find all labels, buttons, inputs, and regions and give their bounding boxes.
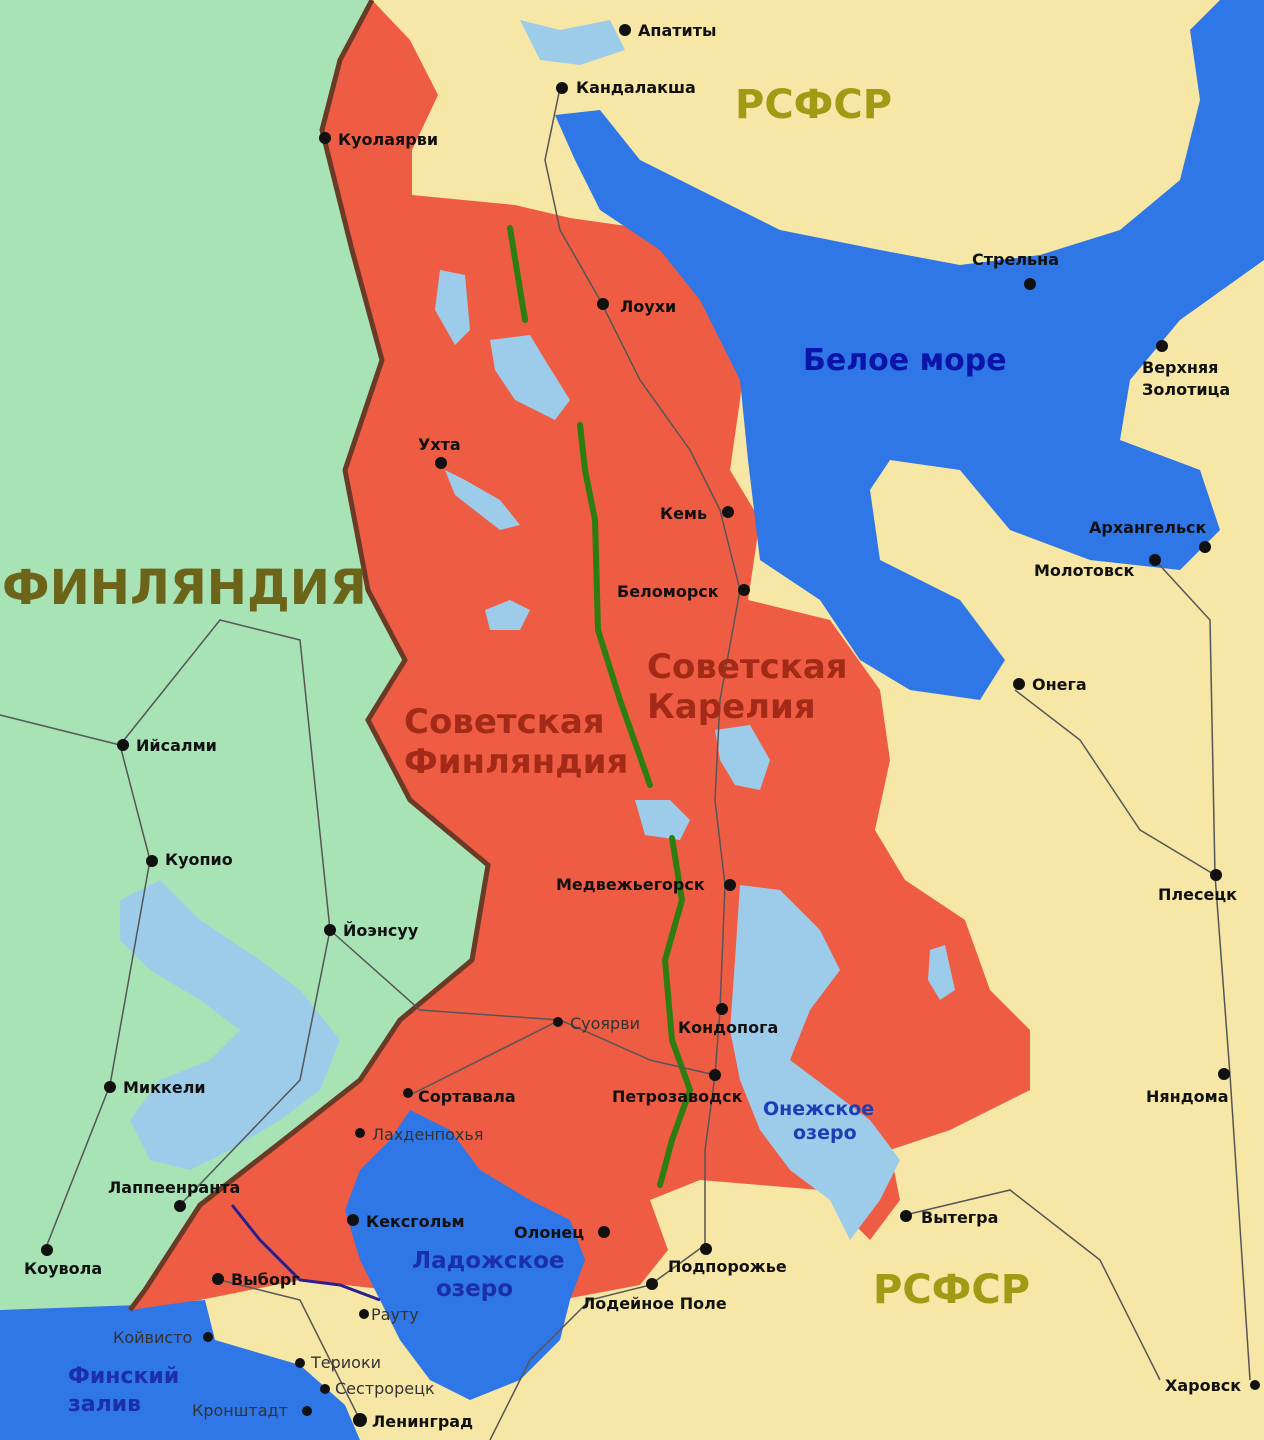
city-sestroretsk: Сестрорецк	[335, 1379, 435, 1398]
water-label-ladoga-2: озеро	[436, 1276, 513, 1302]
city-kondopoga: Кондопога	[678, 1018, 778, 1037]
city-medvezhyegorsk: Медвежьегорск	[556, 875, 705, 894]
water-label-onega-2: озеро	[793, 1122, 857, 1144]
gulf-of-finland-water	[0, 1300, 360, 1440]
city-joensuu: Йоэнсуу	[343, 921, 419, 940]
city-lappeenranta: Лаппеенранта	[108, 1178, 240, 1197]
region-label-soviet-karelia-2: Карелия	[647, 687, 816, 727]
city-kem: Кемь	[660, 504, 707, 523]
lake-ladoga-water	[345, 1110, 585, 1400]
city-belomorsk: Беломорск	[617, 582, 719, 601]
city-olonets: Олонец	[514, 1223, 584, 1242]
city-lodeynoye-pole: Лодейное Поле	[582, 1294, 727, 1313]
lake-east	[928, 945, 955, 1000]
city-kharovsk: Харовск	[1165, 1376, 1241, 1395]
city-louhi: Лоухи	[620, 297, 676, 316]
city-kandalaksha: Кандалакша	[576, 78, 696, 97]
city-vytegra: Вытегра	[921, 1208, 998, 1227]
white-sea-water	[555, 0, 1264, 700]
city-mikkeli: Миккели	[123, 1078, 206, 1097]
city-suojarvi: Суоярви	[570, 1014, 640, 1033]
lake-vygozero	[715, 725, 770, 790]
lake-north	[520, 20, 625, 65]
city-vyborg: Выборг	[231, 1270, 300, 1289]
city-kuolajarvi: Куолаярви	[338, 130, 438, 149]
old-border-blue	[230, 1204, 381, 1302]
lake-segozero	[635, 800, 690, 840]
city-arkhangelsk: Архангельск	[1089, 518, 1207, 537]
city-kuopio: Куопио	[165, 850, 233, 869]
city-rautu: Рауту	[371, 1305, 419, 1324]
state-border	[128, 0, 491, 1312]
city-podporozhye: Подпорожье	[668, 1257, 787, 1276]
city-kronshtadt: Кронштадт	[192, 1401, 288, 1420]
city-dots	[41, 24, 1260, 1427]
region-label-soviet-finland: Советская	[404, 702, 605, 742]
lake-small	[485, 600, 530, 630]
city-iisalmi: Ийсалми	[136, 736, 217, 755]
city-verkhnyaya-zolotitsa-2: Золотица	[1142, 380, 1230, 399]
lake-kuito	[445, 470, 520, 530]
city-ukhta: Ухта	[418, 435, 461, 454]
city-onega: Онега	[1032, 675, 1087, 694]
lake-topozero	[435, 270, 470, 345]
water-label-ladoga-1: Ладожское	[412, 1248, 565, 1274]
region-label-finland: ФИНЛЯНДИЯ	[2, 560, 367, 616]
city-molotovsk: Молотовск	[1034, 561, 1135, 580]
city-lakhdenpokhya: Лахденпохья	[372, 1125, 483, 1144]
finland-land	[0, 0, 488, 1330]
internal-border-green	[507, 225, 694, 1188]
city-labels: Апатиты Кандалакша Куолаярви Стрельна Ло…	[24, 21, 1241, 1431]
lake-onega-water	[730, 885, 900, 1240]
city-petrozavodsk: Петрозаводск	[612, 1087, 743, 1106]
lake-pyaozero	[490, 335, 570, 420]
city-strelna: Стрельна	[972, 250, 1059, 269]
region-label-rsfsr-north: РСФСР	[735, 82, 892, 128]
water-label-gulf-2: залив	[68, 1392, 141, 1417]
region-label-rsfsr-south: РСФСР	[873, 1267, 1030, 1313]
region-label-soviet-finland-2: Финляндия	[404, 742, 628, 782]
city-apatity: Апатиты	[638, 21, 716, 40]
city-kouvola: Коувола	[24, 1259, 102, 1278]
region-label-soviet-karelia: Советская	[647, 647, 848, 687]
city-leningrad: Ленинград	[372, 1412, 473, 1431]
city-sortavala: Сортавала	[418, 1087, 516, 1106]
city-nyandoma: Няндома	[1146, 1087, 1229, 1106]
water-label-white-sea: Белое море	[803, 343, 1007, 378]
city-keksgolm: Кексгольм	[366, 1212, 465, 1231]
city-verkhnyaya-zolotitsa: Верхняя	[1142, 358, 1218, 377]
water-label-onega-1: Онежское	[763, 1098, 874, 1120]
city-terijoki: Териоки	[310, 1353, 381, 1372]
water-label-gulf-1: Финский	[68, 1364, 179, 1389]
city-plesetsk: Плесецк	[1158, 885, 1237, 904]
city-koivisto: Койвисто	[113, 1328, 192, 1347]
lake-saimaa-water	[120, 880, 340, 1170]
